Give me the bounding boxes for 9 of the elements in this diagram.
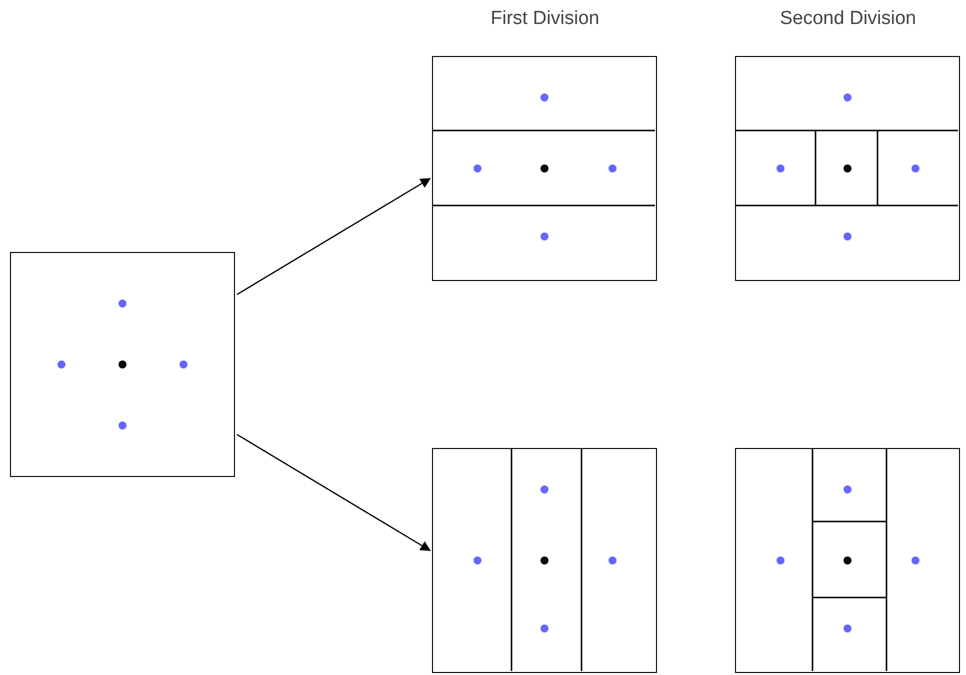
arrow bbox=[236, 178, 431, 296]
partition-square bbox=[432, 448, 657, 673]
arrow bbox=[236, 434, 431, 552]
partition-square bbox=[10, 252, 235, 477]
column-heading: First Division bbox=[490, 8, 600, 30]
partition-square bbox=[735, 448, 960, 673]
partition-square bbox=[735, 56, 960, 281]
column-heading: Second Division bbox=[780, 8, 916, 30]
partition-square bbox=[432, 56, 657, 281]
